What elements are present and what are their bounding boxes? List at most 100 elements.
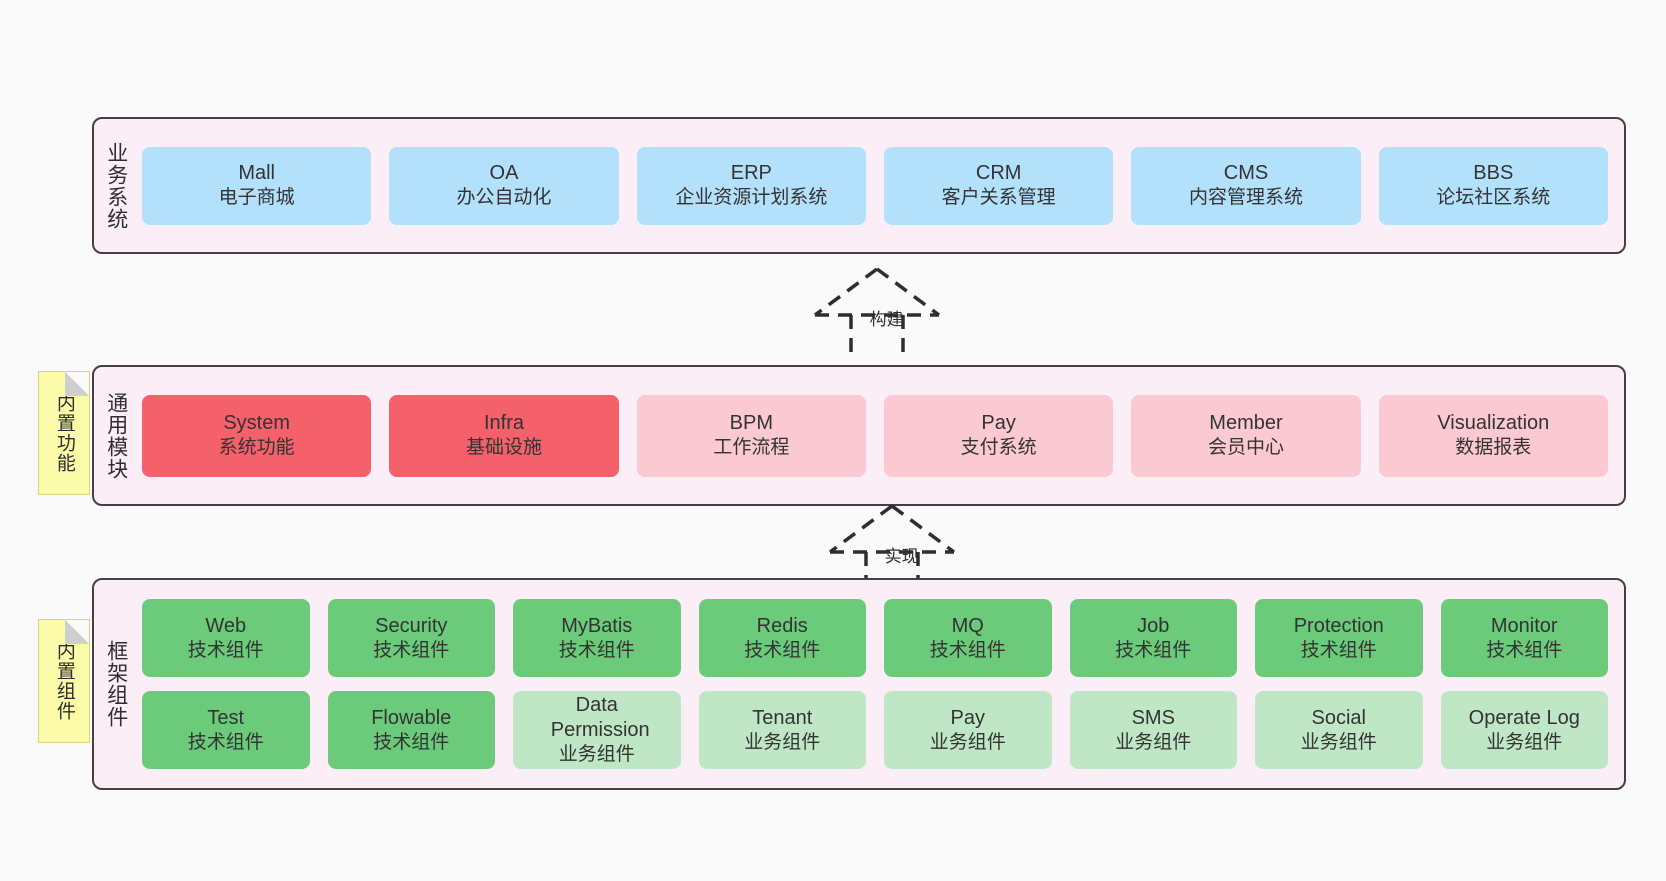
module-subtitle: 业务组件 [929,731,1006,753]
module-title: SMS [1131,706,1175,729]
module-subtitle: 电子商城 [218,187,295,209]
module-box-oa[interactable]: OA 办公自动化 [389,146,619,225]
module-subtitle: 技术组件 [187,731,264,753]
connector-implement-label: 实现 [884,547,919,566]
module-box-tenant[interactable]: Tenant 业务组件 [698,691,866,769]
module-title: Operate Log [1468,706,1580,729]
module-title: Visualization [1437,412,1550,435]
module-box-sms[interactable]: SMS 业务组件 [1069,691,1237,769]
module-box-protection[interactable]: Protection 技术组件 [1255,599,1423,677]
module-box-bbs[interactable]: BBS 论坛社区系统 [1378,146,1608,225]
module-title: CRM [975,162,1022,185]
module-title: BBS [1473,162,1514,185]
note-builtin-components: 内置组件 [38,619,90,743]
layer-label-framework-components: 框架组件 [104,640,128,728]
module-box-social[interactable]: Social 业务组件 [1255,691,1423,769]
module-box-operate-log[interactable]: Operate Log 业务组件 [1440,691,1608,769]
module-title: System [223,412,290,435]
module-title: ERP [730,162,772,185]
module-box-infra[interactable]: Infra 基础设施 [389,394,619,477]
module-subtitle: 业务组件 [744,731,821,753]
module-box-mall[interactable]: Mall 电子商城 [142,146,372,225]
layer-label-business-systems: 业务系统 [104,141,128,230]
module-subtitle: 客户关系管理 [941,187,1056,209]
module-box-test[interactable]: Test 技术组件 [142,691,310,769]
module-subtitle: 会员中心 [1207,437,1284,459]
module-title: Infra [483,412,524,435]
module-title: Redis [756,614,808,637]
module-title: Pay [981,412,1016,435]
module-row: System 系统功能 Infra 基础设施 BPM 工作流程 Pay 支付系统… [142,394,1608,477]
module-subtitle: 业务组件 [1115,731,1192,753]
layer-body-framework-components: Web 技术组件 Security 技术组件 MyBatis 技术组件 Redi… [138,580,1624,788]
module-subtitle: 基础设施 [465,437,542,459]
module-box-flowable[interactable]: Flowable 技术组件 [327,691,495,769]
module-subtitle: 技术组件 [744,639,821,661]
module-box-job[interactable]: Job 技术组件 [1069,599,1237,677]
module-row: Mall 电子商城 OA 办公自动化 ERP 企业资源计划系统 CRM 客户关系… [142,146,1608,225]
module-subtitle: 技术组件 [373,639,450,661]
module-title: CMS [1223,162,1269,185]
module-title: Pay [950,706,985,729]
module-subtitle: 业务组件 [1300,731,1377,753]
module-box-member[interactable]: Member 会员中心 [1131,394,1361,477]
module-title: Flowable [371,706,452,729]
module-subtitle: 数据报表 [1455,437,1532,459]
module-box-system[interactable]: System 系统功能 [142,394,372,477]
module-title: Member [1209,412,1283,435]
module-subtitle: 技术组件 [558,639,635,661]
module-box-data-permission[interactable]: Data Permission 业务组件 [513,691,681,769]
module-row: Web 技术组件 Security 技术组件 MyBatis 技术组件 Redi… [142,599,1608,677]
module-title: Protection [1293,614,1384,637]
connector-build-label: 构建 [869,310,904,329]
module-subtitle: 技术组件 [373,731,450,753]
module-title: Web [205,614,247,637]
module-title: Test [207,706,245,729]
note-label: 内置组件 [53,641,75,721]
module-box-bpm[interactable]: BPM 工作流程 [636,394,866,477]
module-box-web[interactable]: Web 技术组件 [142,599,310,677]
connector-implement: 实现 [812,500,972,590]
module-subtitle: 工作流程 [713,437,790,459]
module-subtitle: 系统功能 [218,437,295,459]
module-row: Test 技术组件 Flowable 技术组件 Data Permission … [142,691,1608,769]
module-title: BPM [729,412,773,435]
layer-business-systems: 业务系统 Mall 电子商城 OA 办公自动化 ERP 企业资源计划系统 CRM… [92,117,1626,254]
module-subtitle: 技术组件 [1300,639,1377,661]
layer-body-business-systems: Mall 电子商城 OA 办公自动化 ERP 企业资源计划系统 CRM 客户关系… [138,119,1624,252]
note-builtin-features: 内置功能 [38,371,90,495]
module-title: Tenant [752,706,813,729]
module-subtitle: 论坛社区系统 [1436,187,1551,209]
module-subtitle: 内容管理系统 [1188,187,1303,209]
connector-build-arrow [813,267,941,353]
module-subtitle: 技术组件 [929,639,1006,661]
module-box-cms[interactable]: CMS 内容管理系统 [1131,146,1361,225]
layer-body-common-modules: System 系统功能 Infra 基础设施 BPM 工作流程 Pay 支付系统… [138,367,1624,504]
module-title: Monitor [1490,614,1558,637]
module-box-pay-component[interactable]: Pay 业务组件 [884,691,1052,769]
module-title: Data Permission [550,694,650,742]
module-subtitle: 业务组件 [1486,731,1563,753]
module-box-pay[interactable]: Pay 支付系统 [883,394,1114,477]
module-subtitle: 技术组件 [187,639,264,661]
module-subtitle: 企业资源计划系统 [675,187,828,209]
module-title: MQ [951,614,984,637]
module-subtitle: 技术组件 [1486,639,1563,661]
module-box-crm[interactable]: CRM 客户关系管理 [883,146,1114,225]
module-box-mybatis[interactable]: MyBatis 技术组件 [513,599,681,677]
note-label: 内置功能 [53,393,75,473]
module-title: OA [489,162,519,185]
layer-common-modules: 通用模块 System 系统功能 Infra 基础设施 BPM 工作流程 Pay… [92,365,1626,506]
module-title: Job [1137,614,1170,637]
module-title: Security [375,614,448,637]
module-subtitle: 技术组件 [1115,639,1192,661]
module-box-visualization[interactable]: Visualization 数据报表 [1378,394,1608,477]
module-title: MyBatis [561,614,633,637]
module-box-redis[interactable]: Redis 技术组件 [698,599,866,677]
layer-framework-components: 框架组件 Web 技术组件 Security 技术组件 MyBatis 技术组件… [92,578,1626,790]
module-box-security[interactable]: Security 技术组件 [327,599,495,677]
module-box-monitor[interactable]: Monitor 技术组件 [1440,599,1608,677]
module-title: Mall [238,162,275,185]
module-box-erp[interactable]: ERP 企业资源计划系统 [636,146,866,225]
module-box-mq[interactable]: MQ 技术组件 [884,599,1052,677]
